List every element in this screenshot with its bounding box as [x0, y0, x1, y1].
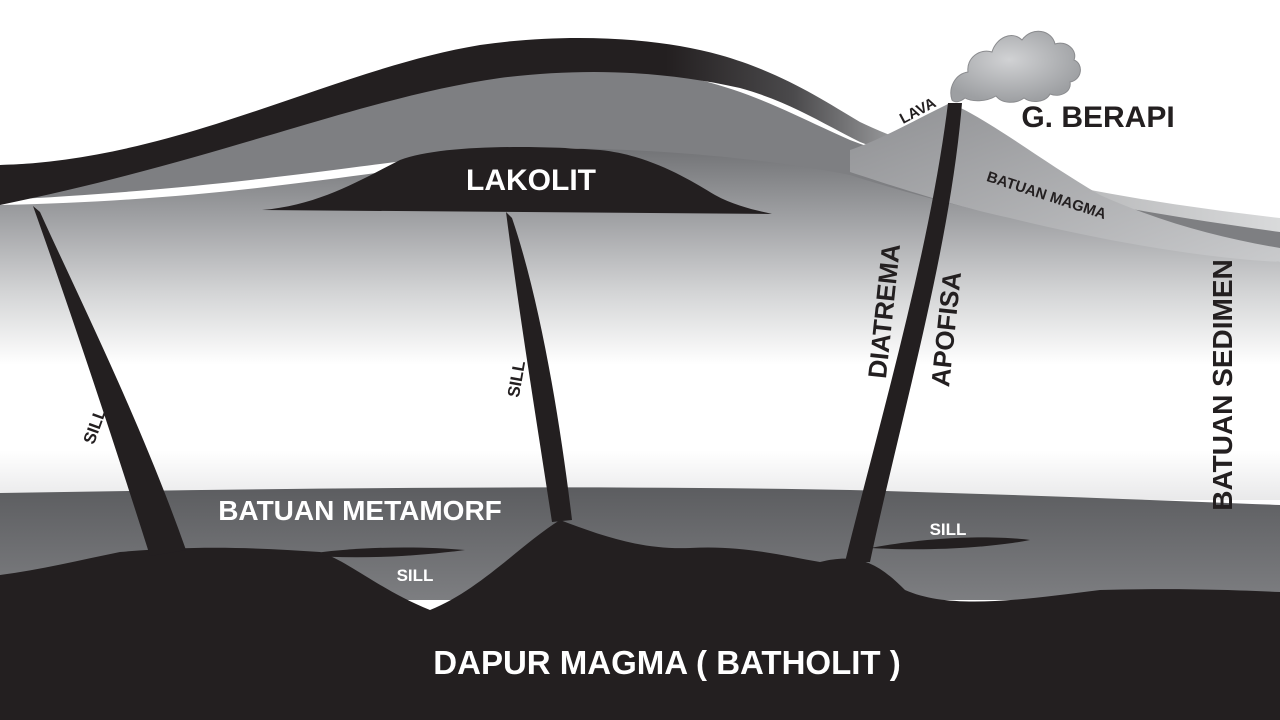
label-dapur-magma: DAPUR MAGMA ( BATHOLIT ) — [433, 644, 900, 681]
sill-middle-lens — [300, 547, 465, 558]
dyke-middle — [506, 212, 572, 522]
sill-right-lens — [870, 537, 1030, 550]
label-sill-right: SILL — [930, 520, 967, 539]
batholith — [0, 520, 1280, 720]
label-lakolit: LAKOLIT — [466, 164, 596, 197]
sedimentary-layer — [0, 144, 1280, 500]
label-g-berapi: G. BERAPI — [1021, 101, 1174, 134]
label-batuan-metamorf: BATUAN METAMORF — [218, 495, 502, 526]
laccolith — [262, 147, 772, 214]
label-batuan-sedimen: BATUAN SEDIMEN — [1207, 259, 1238, 510]
diatreme-pipe — [845, 103, 962, 562]
label-sill-bottom: SILL — [397, 566, 434, 585]
dyke-left — [33, 206, 186, 556]
ash-cloud — [950, 30, 1081, 103]
crust-layer — [0, 37, 1280, 232]
